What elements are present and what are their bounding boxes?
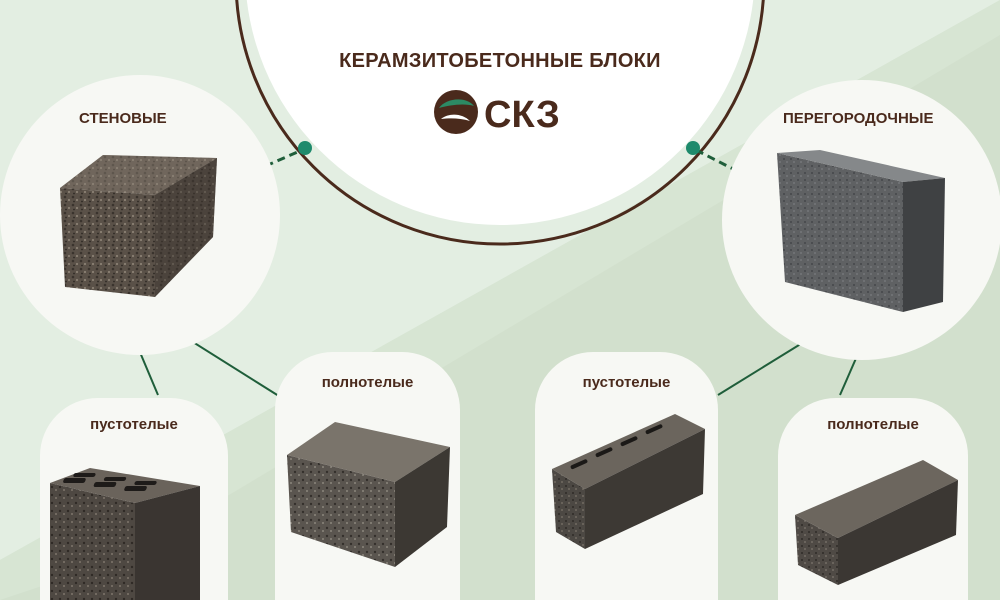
wall-solid-block-image — [287, 422, 450, 567]
company-logo: СКЗ — [434, 90, 560, 136]
partition-solid-block-image — [795, 460, 958, 585]
card-wall-solid: полнотелые — [275, 352, 460, 600]
node-top-right — [686, 141, 700, 155]
page-title: КЕРАМЗИТОБЕТОННЫЕ БЛОКИ — [339, 50, 661, 72]
partition-block-image — [777, 150, 945, 312]
wall-category-label: СТЕНОВЫЕ — [79, 110, 167, 127]
node-top-left — [298, 141, 312, 155]
card-partition-solid-label: полнотелые — [827, 416, 919, 433]
card-wall-hollow: пустотелые — [40, 398, 228, 600]
card-partition-solid: полнотелые — [778, 398, 968, 600]
leaf-icon — [434, 90, 478, 134]
wall-block-image — [60, 155, 217, 297]
header-ring — [235, 0, 765, 246]
partition-category-label: ПЕРЕГОРОДОЧНЫЕ — [783, 110, 934, 127]
svg-text:СКЗ: СКЗ — [484, 94, 560, 136]
partition-hollow-block-image — [552, 414, 705, 549]
card-wall-solid-label: полнотелые — [321, 374, 414, 391]
wall-hollow-block-image — [50, 468, 200, 600]
card-wall-hollow-label: пустотелые — [90, 416, 178, 433]
card-partition-hollow: пустотелые — [535, 352, 718, 600]
card-partition-hollow-label: пустотелые — [582, 374, 671, 391]
